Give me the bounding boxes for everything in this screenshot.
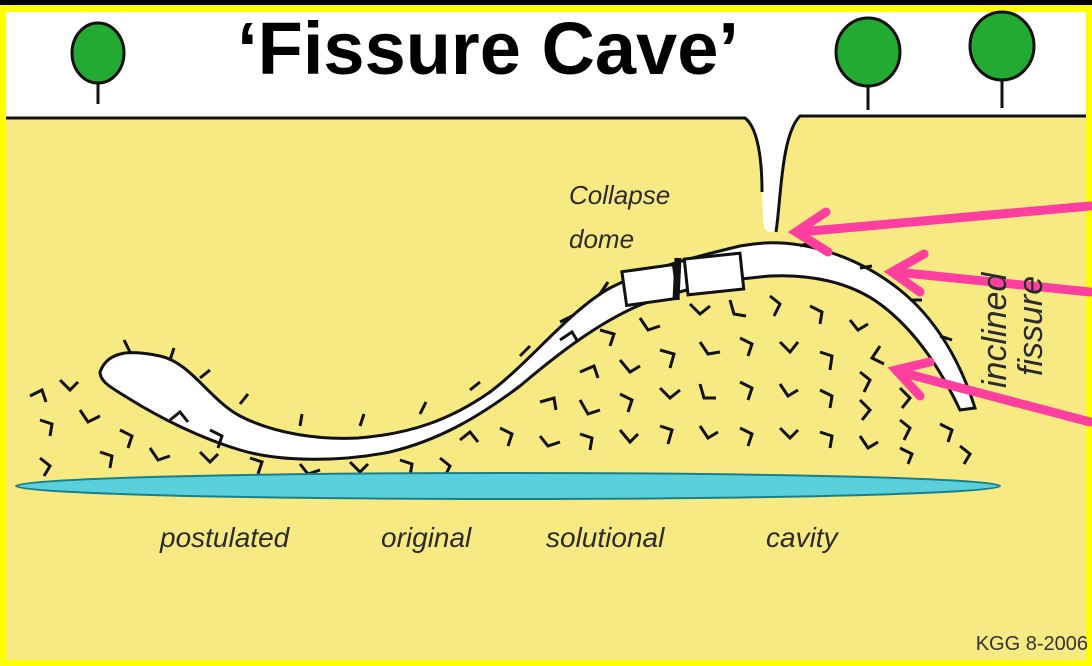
label-postulated: postulated bbox=[159, 522, 291, 553]
label-fissure: fissure bbox=[1012, 276, 1050, 376]
rock-block bbox=[622, 265, 678, 306]
label-cavity: cavity bbox=[766, 522, 840, 553]
label-original: original bbox=[381, 522, 472, 553]
page-title: ‘Fissure Cave’ bbox=[237, 7, 739, 90]
label-collapse: Collapse bbox=[569, 180, 670, 210]
rock-fracture bbox=[676, 258, 678, 300]
credit-label: KGG 8-2006 bbox=[976, 633, 1088, 655]
rock-block bbox=[684, 253, 743, 295]
water-cavity bbox=[16, 473, 1000, 499]
label-solutional: solutional bbox=[546, 522, 665, 553]
label-inclined: inclined bbox=[976, 272, 1014, 388]
label-dome: dome bbox=[569, 224, 634, 254]
